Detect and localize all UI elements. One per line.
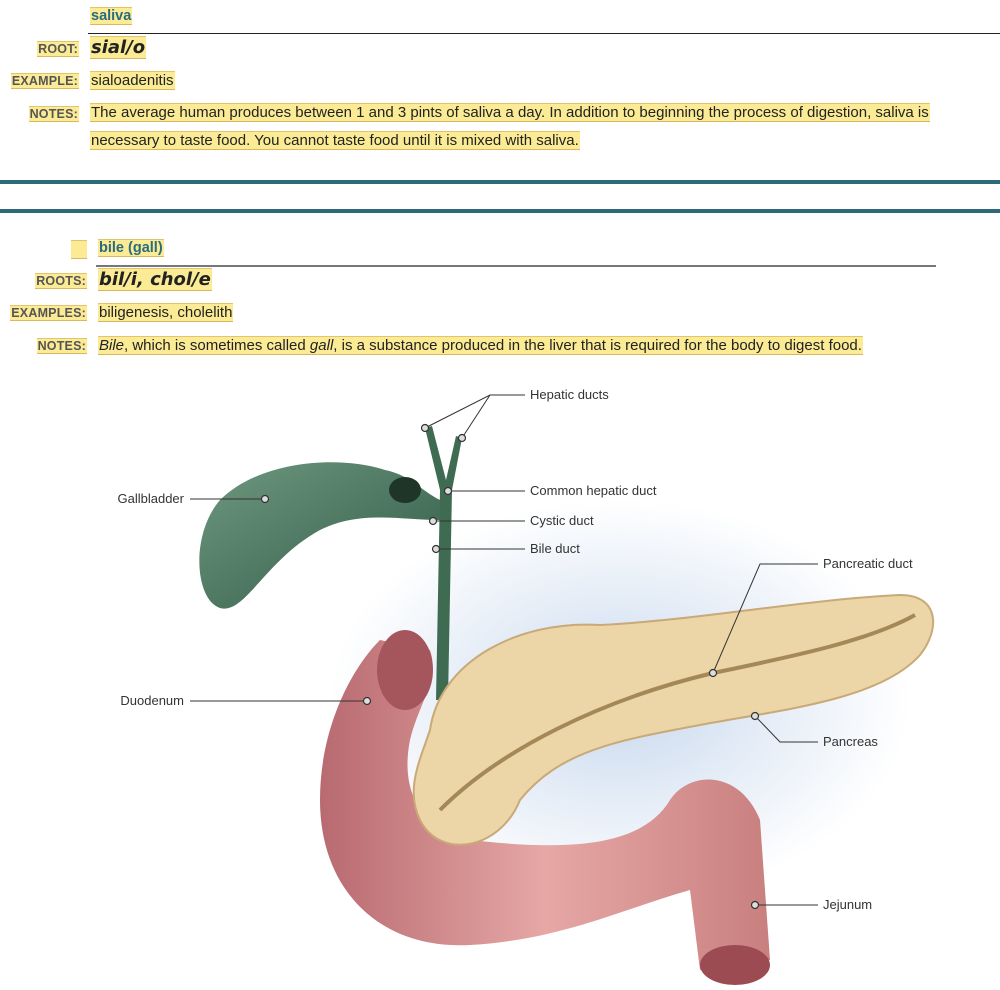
notes-value: Bile, which is sometimes called gall, is… <box>98 332 863 360</box>
notes-label-text: NOTES: <box>28 106 79 122</box>
notes-value: The average human produces between 1 and… <box>90 99 1000 155</box>
duodenum-shape <box>320 640 770 970</box>
root-value: sial/o <box>90 36 147 59</box>
notes-line: necessary to taste food. You cannot tast… <box>90 131 580 150</box>
examples-text: biligenesis, cholelith <box>98 303 234 322</box>
examples-label: EXAMPLES: <box>10 305 87 321</box>
label-cystic-duct: Cystic duct <box>530 513 594 528</box>
notes-line: The average human produces between 1 and… <box>90 103 930 122</box>
root-label: ROOT: <box>37 41 79 57</box>
bile-duct-shape <box>425 426 462 700</box>
label-hepatic-ducts: Hepatic ducts <box>530 387 609 402</box>
label-gallbladder: Gallbladder <box>118 491 185 506</box>
label-jejunum: Jejunum <box>823 897 872 912</box>
example-value: sialoadenitis <box>90 67 175 95</box>
divider <box>88 33 1000 34</box>
section-divider <box>0 180 1000 184</box>
callout-dots <box>260 423 760 910</box>
label-common-hepatic-duct: Common hepatic duct <box>530 483 657 498</box>
divider <box>96 265 936 267</box>
label-duodenum: Duodenum <box>120 693 184 708</box>
notes-em: Bile <box>99 337 125 354</box>
notes-part: , is a substance produced in the liver t… <box>333 337 862 354</box>
label-pancreatic-duct: Pancreatic duct <box>823 556 913 571</box>
roots-label-text: ROOTS: <box>35 273 87 289</box>
leader-lines <box>190 394 818 906</box>
root-label-text: ROOT: <box>37 41 79 57</box>
highlight-marker <box>71 240 87 259</box>
pancreatic-duct-shape <box>438 613 916 812</box>
roots-value: bil/i, chol/e <box>98 268 212 291</box>
examples-value: biligenesis, cholelith <box>98 299 234 327</box>
pancreas-shape <box>412 593 934 846</box>
term-text: saliva <box>90 7 133 25</box>
notes-text: Bile, which is sometimes called gall, is… <box>98 336 863 355</box>
jejunum-opening <box>700 945 770 985</box>
duodenum-opening <box>377 630 433 710</box>
example-text: sialoadenitis <box>90 71 175 90</box>
term-bile: bile (gall) <box>98 239 164 257</box>
notes-label: NOTES: <box>36 338 87 354</box>
gallbladder-neck <box>389 477 421 503</box>
roots-text: bil/i, chol/e <box>98 268 212 291</box>
digestive-anatomy-figure: Hepatic ducts Gallbladder Common hepatic… <box>118 387 934 985</box>
notes-label: NOTES: <box>28 106 79 122</box>
label-bile-duct: Bile duct <box>530 541 580 556</box>
roots-label: ROOTS: <box>35 273 87 289</box>
example-label-text: EXAMPLE: <box>10 73 79 89</box>
term-saliva: saliva <box>90 7 133 25</box>
notes-em: gall <box>309 337 334 354</box>
example-label: EXAMPLE: <box>10 73 79 89</box>
notes-label-text: NOTES: <box>36 338 87 354</box>
term-text: bile (gall) <box>98 239 164 257</box>
notes-part: , which is sometimes called <box>124 337 310 354</box>
section-divider <box>0 209 1000 213</box>
root-text: sial/o <box>90 36 147 59</box>
label-pancreas: Pancreas <box>823 734 878 749</box>
examples-label-text: EXAMPLES: <box>10 305 87 321</box>
